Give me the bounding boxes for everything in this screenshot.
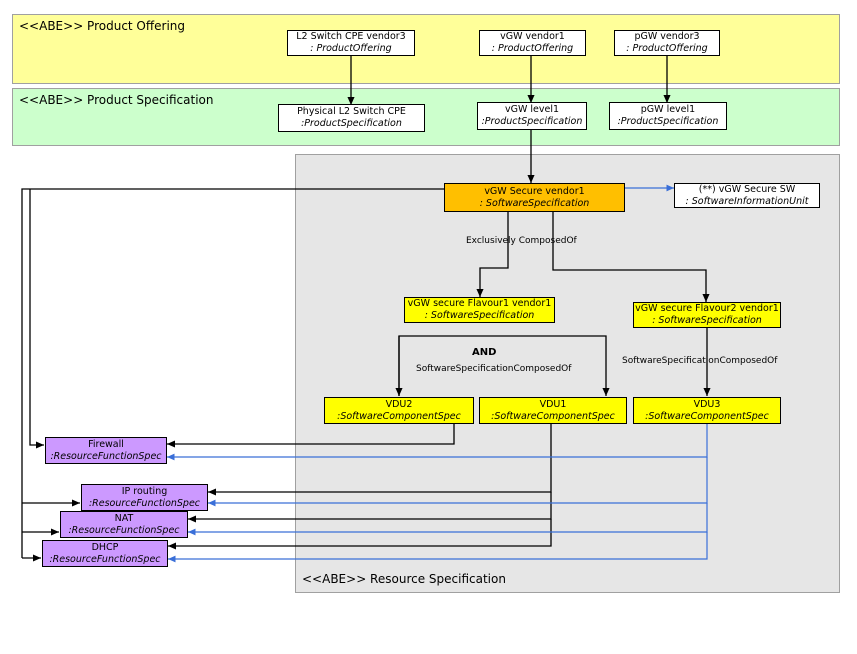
function-firewall-name: Firewall (88, 438, 124, 450)
offering-l2-name: L2 Switch CPE vendor3 (296, 31, 406, 42)
function-nat-name: NAT (114, 512, 134, 524)
label-and: AND (472, 347, 497, 358)
link-vdu3-firewall (167, 424, 708, 461)
component-vdu1-name: VDU1 (539, 398, 567, 410)
label-composed-of-flavour1: SoftwareSpecificationComposedOf (416, 364, 572, 374)
link-vdu3-iprouting (208, 457, 708, 507)
link-vdu1-nat (188, 492, 552, 523)
spec-vgw-level1[interactable]: vGW level1 :ProductSpecification (477, 102, 587, 130)
offering-l2-switch-cpe[interactable]: L2 Switch CPE vendor3 : ProductOffering (287, 30, 415, 56)
software-flavour1-type: : SoftwareSpecification (424, 310, 535, 321)
link-vdu1-iprouting (208, 424, 552, 496)
offering-pgw-type: : ProductOffering (626, 43, 708, 54)
software-vgw-secure-vendor1[interactable]: vGW Secure vendor1 : SoftwareSpecificati… (444, 183, 625, 212)
function-nat-type: :ResourceFunctionSpec (68, 524, 180, 536)
component-vdu2-name: VDU2 (385, 398, 413, 410)
software-info-name: (**) vGW Secure SW (698, 183, 796, 195)
software-flavour2-type: : SoftwareSpecification (652, 315, 762, 326)
spec-pgw-level1[interactable]: pGW level1 :ProductSpecification (609, 102, 727, 130)
software-flavour1-name: vGW secure Flavour1 vendor1 (407, 298, 552, 309)
function-iprouting-name: IP routing (121, 485, 168, 497)
product-offering-title: <<ABE>> Product Offering (19, 19, 186, 33)
offering-vgw-vendor1[interactable]: vGW vendor1 : ProductOffering (479, 30, 586, 56)
link-vdu3-dhcp (168, 532, 708, 563)
software-flavour2[interactable]: vGW secure Flavour2 vendor1 : SoftwareSp… (633, 302, 781, 328)
offering-vgw-name: vGW vendor1 (500, 31, 565, 42)
link-secure-flavour1 (476, 212, 509, 297)
offering-pgw-vendor3[interactable]: pGW vendor3 : ProductOffering (614, 30, 720, 56)
function-firewall[interactable]: Firewall :ResourceFunctionSpec (45, 437, 167, 464)
label-composed-of-flavour2: SoftwareSpecificationComposedOf (622, 356, 778, 366)
software-info-type: : SoftwareInformationUnit (685, 195, 809, 207)
component-vdu1[interactable]: VDU1 :SoftwareComponentSpec (479, 397, 627, 424)
software-flavour2-name: vGW secure Flavour2 vendor1 (635, 303, 779, 314)
spec-pgw-name: pGW level1 (640, 104, 696, 115)
spec-vgw-name: vGW level1 (504, 104, 560, 115)
link-trunk-firewall2 (29, 189, 44, 449)
component-vdu2[interactable]: VDU2 :SoftwareComponentSpec (324, 397, 474, 424)
link-vdu1-dhcp (168, 519, 552, 550)
link-vdu3-nat (188, 503, 708, 536)
component-vdu3[interactable]: VDU3 :SoftwareComponentSpec (633, 397, 781, 424)
offering-pgw-name: pGW vendor3 (634, 31, 700, 42)
offering-vgw-type: : ProductOffering (491, 43, 574, 54)
resource-specification-title: <<ABE>> Resource Specification (302, 572, 506, 586)
component-vdu1-type: :SoftwareComponentSpec (491, 410, 615, 422)
function-dhcp-type: :ResourceFunctionSpec (49, 553, 161, 565)
software-flavour1[interactable]: vGW secure Flavour1 vendor1 : SoftwareSp… (404, 297, 555, 323)
software-secure-type: : SoftwareSpecification (479, 197, 590, 209)
spec-l2-type: :ProductSpecification (301, 118, 402, 129)
component-vdu3-type: :SoftwareComponentSpec (645, 410, 769, 422)
spec-pgw-type: :ProductSpecification (617, 116, 719, 127)
resource-specification-region: <<ABE>> Resource Specification (295, 154, 840, 593)
function-iprouting-type: :ResourceFunctionSpec (88, 497, 201, 509)
label-exclusively-composed-of: Exclusively ComposedOf (466, 236, 577, 246)
component-vdu3-name: VDU3 (693, 398, 721, 410)
offering-l2-type: : ProductOffering (310, 43, 392, 54)
software-secure-name: vGW Secure vendor1 (484, 185, 585, 197)
function-nat[interactable]: NAT :ResourceFunctionSpec (60, 511, 188, 538)
product-specification-title: <<ABE>> Product Specification (19, 93, 214, 107)
link-secure-flavour2 (552, 212, 710, 302)
software-info-unit[interactable]: (**) vGW Secure SW : SoftwareInformation… (674, 183, 820, 208)
spec-physical-l2-switch-cpe[interactable]: Physical L2 Switch CPE :ProductSpecifica… (278, 104, 425, 132)
spec-l2-name: Physical L2 Switch CPE (297, 106, 406, 117)
function-ip-routing[interactable]: IP routing :ResourceFunctionSpec (81, 484, 208, 511)
component-vdu2-type: :SoftwareComponentSpec (337, 410, 461, 422)
function-firewall-type: :ResourceFunctionSpec (50, 450, 162, 462)
link-vdu2-firewall (167, 424, 455, 448)
link-secure-trunk (21, 188, 444, 558)
function-dhcp-name: DHCP (91, 541, 119, 553)
spec-vgw-type: :ProductSpecification (481, 116, 583, 127)
function-dhcp[interactable]: DHCP :ResourceFunctionSpec (42, 540, 168, 567)
